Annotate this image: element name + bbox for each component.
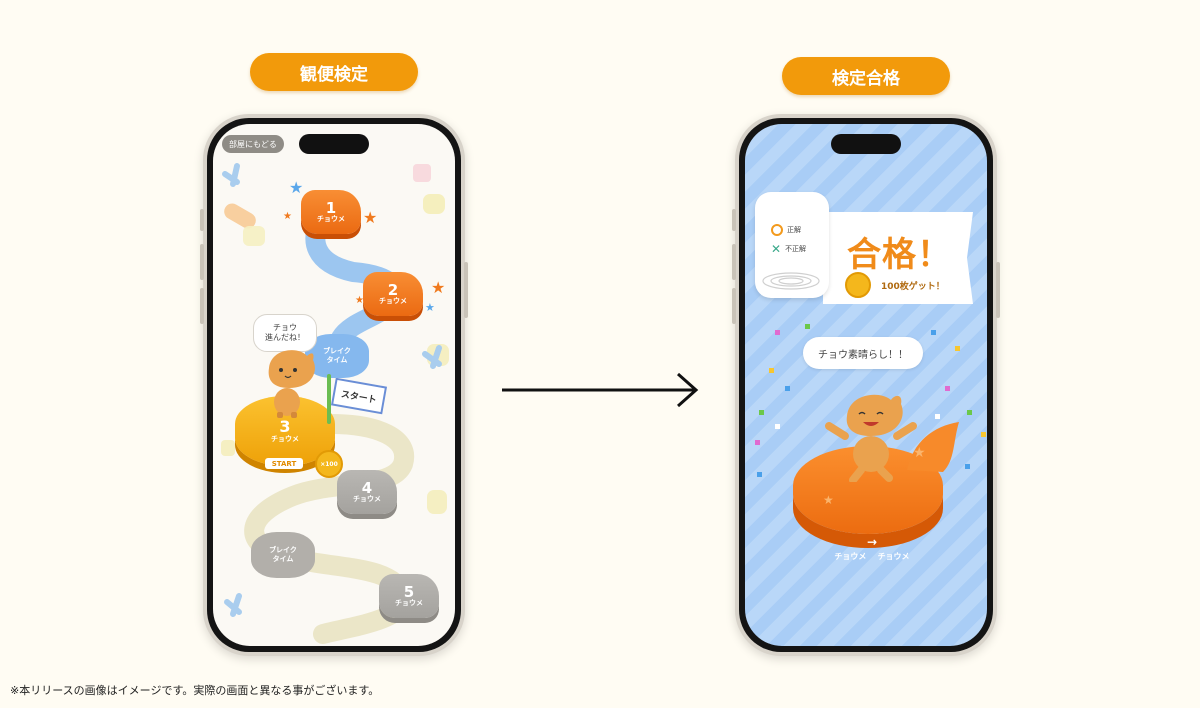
speech-line-2: 進んだね！: [265, 333, 305, 342]
character-speech: チョウ 進んだね！: [253, 314, 317, 352]
star-icon: ★: [363, 208, 378, 227]
flag-pole-icon: [327, 374, 331, 424]
circle-icon: [771, 224, 783, 236]
pedestal-flag-tip: [907, 422, 959, 472]
mascot-character: [268, 350, 315, 418]
confetti: [775, 424, 780, 429]
pass-result-screen: 正解 ✕ 不正解 合格！ 100枚ゲット！ チョウ素晴らし！！: [745, 124, 987, 646]
confetti: [759, 410, 764, 415]
star-icon: ★: [355, 295, 364, 306]
stage-1-number: 1: [325, 198, 337, 217]
stage-1-label: チョウメ: [317, 215, 345, 224]
star-icon: ★: [425, 301, 435, 314]
break-time-1-line-2: タイム: [326, 356, 348, 364]
confetti: [981, 432, 986, 437]
incorrect-row: ✕ 不正解: [771, 242, 806, 256]
stage-progress-label: → チョウメ チョウメ: [827, 534, 917, 562]
stage-5[interactable]: 5 チョウメ: [379, 574, 439, 618]
pass-title: 合格！: [847, 235, 952, 275]
left-panel-label: 観便検定: [250, 53, 418, 91]
stage-3-number: 3: [279, 417, 291, 437]
stage-map-screen: 部屋にもどる 1 チョウメ ★ ★ ★ 2 チョウメ ★ ★ ★ ブレイク タイ…: [213, 124, 455, 646]
coin-icon: [845, 272, 871, 298]
start-tag: START: [265, 458, 303, 469]
stage-2[interactable]: 2 チョウメ: [363, 272, 423, 316]
star-icon: ★: [431, 278, 446, 297]
coin-reward-badge: ×100: [315, 450, 343, 478]
stage-5-label: チョウメ: [395, 599, 423, 608]
character-speech: チョウ素晴らし！！: [803, 337, 923, 369]
scroll-swirl: [762, 272, 820, 290]
right-phone: 正解 ✕ 不正解 合格！ 100枚ゲット！ チョウ素晴らし！！: [732, 114, 1000, 656]
confetti: [757, 472, 762, 477]
confetti: [769, 368, 774, 373]
left-phone: 部屋にもどる 1 チョウメ ★ ★ ★ 2 チョウメ ★ ★ ★ ブレイク タイ…: [200, 114, 468, 656]
confetti: [935, 414, 940, 419]
progress-arrow-icon: →: [866, 535, 878, 549]
reward-text: 100枚ゲット！: [881, 282, 945, 292]
stage-5-number: 5: [403, 582, 415, 601]
back-to-room-button[interactable]: 部屋にもどる: [222, 135, 284, 153]
mascot-character-cheering: [825, 394, 917, 482]
stage-4[interactable]: 4 チョウメ: [337, 470, 397, 514]
confetti: [931, 330, 936, 335]
transition-arrow-icon: [502, 372, 699, 408]
confetti: [785, 386, 790, 391]
break-time-2[interactable]: ブレイク タイム: [251, 532, 315, 578]
confetti: [955, 346, 960, 351]
footnote: ※本リリースの画像はイメージです。実際の画面と異なる事がございます。: [10, 684, 380, 697]
stage-2-label: チョウメ: [379, 297, 407, 306]
stage-4-label: チョウメ: [353, 495, 381, 504]
confetti: [965, 464, 970, 469]
stage-to-label: チョウメ: [877, 551, 910, 561]
star-icon: ★: [823, 493, 834, 507]
break-time-1-line-1: ブレイク: [323, 346, 351, 355]
break-time-2-line-2: タイム: [272, 555, 294, 563]
break-time-2-line-1: ブレイク: [269, 545, 297, 554]
dynamic-island: [299, 134, 369, 154]
result-scroll-roll: 正解 ✕ 不正解: [755, 192, 829, 298]
confetti: [805, 324, 810, 329]
confetti: [775, 330, 780, 335]
star-icon: ★: [913, 445, 926, 461]
stage-4-number: 4: [361, 478, 373, 497]
stage-3-label: チョウメ: [271, 434, 299, 443]
star-icon: ★: [289, 178, 304, 197]
correct-row: 正解: [771, 224, 801, 236]
correct-label: 正解: [787, 226, 801, 234]
confetti: [755, 440, 760, 445]
stage-1[interactable]: 1 チョウメ: [301, 190, 361, 234]
confetti: [945, 386, 950, 391]
stage-2-number: 2: [387, 280, 399, 299]
right-panel-label: 検定合格: [782, 57, 950, 95]
stage-from-label: チョウメ: [834, 551, 867, 561]
speech-line-1: チョウ: [273, 322, 297, 332]
dynamic-island: [831, 134, 901, 154]
confetti: [967, 410, 972, 415]
cross-icon: ✕: [771, 242, 782, 256]
incorrect-label: 不正解: [785, 245, 807, 253]
star-icon: ★: [283, 211, 292, 222]
